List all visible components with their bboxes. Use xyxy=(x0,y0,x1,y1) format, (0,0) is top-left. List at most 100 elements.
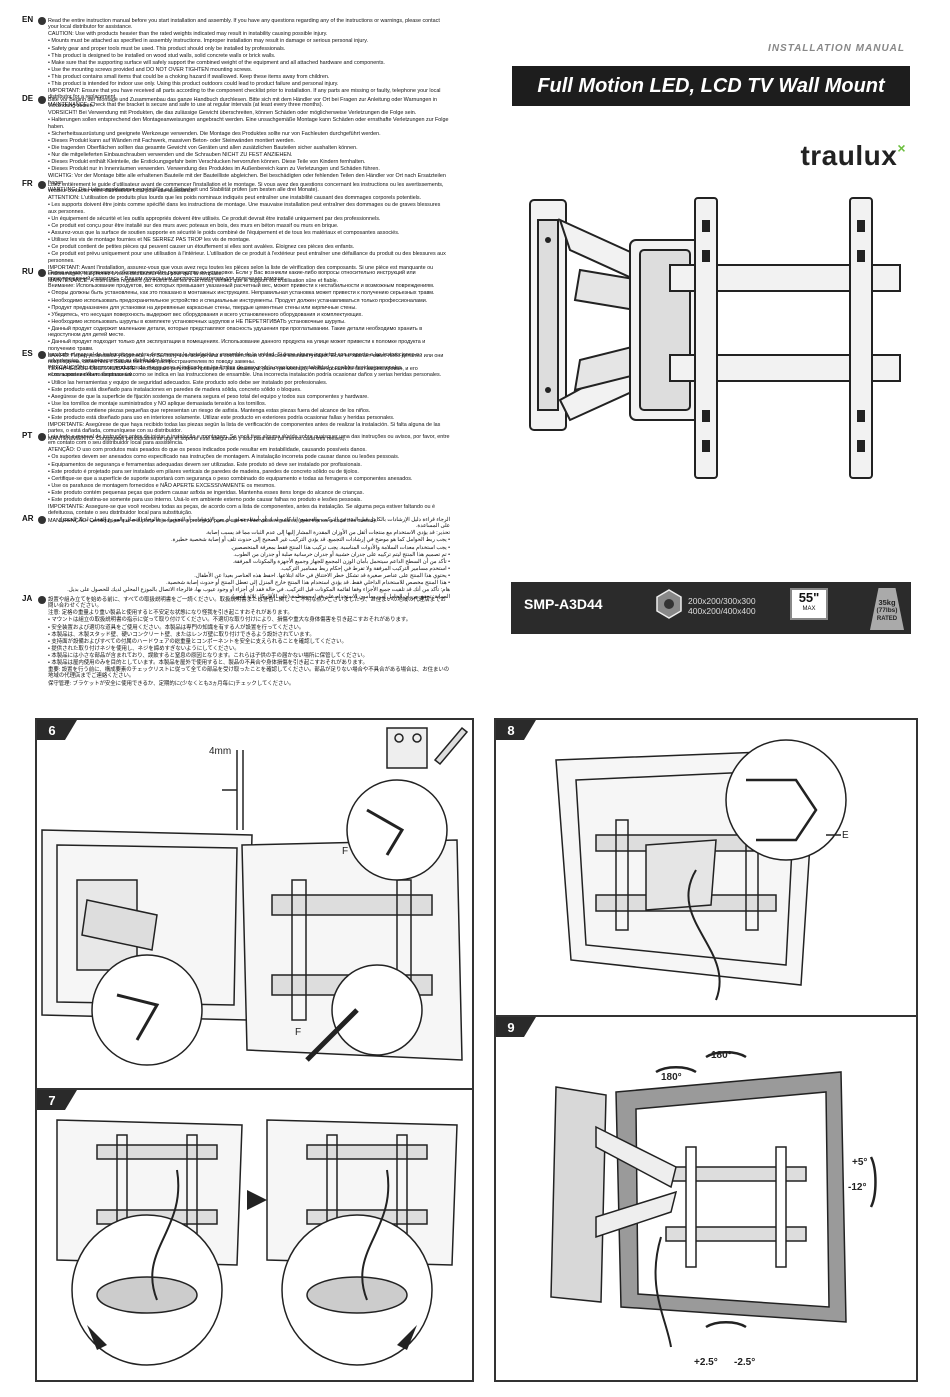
instruction-paragraph: • Halterungen sollen entsprechend den Mo… xyxy=(48,117,449,130)
step-9-label-tilt-up: +5° xyxy=(852,1157,868,1168)
instruction-text: Lea todo el manual de instrucciones ante… xyxy=(48,352,450,442)
instruction-paragraph: • Use los tornillos de montaje suministr… xyxy=(48,400,267,407)
step-8-illustration xyxy=(555,739,847,1001)
language-code: RU xyxy=(22,267,34,276)
instruction-paragraph: • Dieses Produkt enthält Kleinteile, die… xyxy=(48,159,366,166)
instruction-paragraph: • Данный продукт подходит только для экс… xyxy=(48,339,426,352)
instruction-paragraph: Перед началом установки и сборки прочита… xyxy=(48,270,416,283)
language-code: JA xyxy=(22,594,33,603)
instruction-paragraph: • يجب استخدام معدات السلامة والأدوات الم… xyxy=(230,544,450,551)
info-icon xyxy=(38,269,46,277)
instruction-paragraph: • This product is intended for indoor us… xyxy=(48,81,339,88)
instruction-paragraph: • Os suportes devem ser anexados como es… xyxy=(48,454,400,461)
instruction-paragraph: • Asegúrese de que la superficie de fija… xyxy=(48,393,369,400)
instruction-paragraph: MANTENIMIENTO: Compruebe periódicamente … xyxy=(48,435,347,442)
instruction-paragraph: • Los soportes deben aceptarse tal como … xyxy=(48,372,442,379)
instruction-paragraph: Внимание: Использование продуктов, вес к… xyxy=(48,283,435,290)
language-code: DE xyxy=(22,94,34,103)
instruction-paragraph: IMPORTANTE: Asegúrese de que haya recibi… xyxy=(48,422,441,435)
language-code: ES xyxy=(22,349,33,358)
instruction-paragraph: • 本製品は、木製スタッド壁、硬いコンクリート壁、またはレンガ壁に取り付けできる… xyxy=(48,631,315,638)
instruction-paragraph: • Assurez-vous que la surface de soutien… xyxy=(48,230,400,237)
vesa-bolt-icon xyxy=(656,589,682,619)
step-8-number: 8 xyxy=(496,720,536,740)
instruction-paragraph: • يجب ربط الحوامل كما هو موضح في إرشادات… xyxy=(171,537,450,544)
language-code: PT xyxy=(22,431,33,440)
instructions-ar: AR الرجاء قراءة دليل الإرشادات بالكامل قب… xyxy=(22,514,450,601)
instruction-paragraph: • Use the mounting screws provided and D… xyxy=(48,66,253,73)
step-9-label-level-plus: +2.5° xyxy=(694,1357,718,1368)
spec-bar xyxy=(511,582,911,634)
load-lbs: (77lbs) xyxy=(876,607,898,614)
step-7-panel: 7 xyxy=(35,1088,474,1382)
instruction-text: Read the entire instruction manual befor… xyxy=(48,18,450,108)
info-icon xyxy=(38,433,46,441)
step-7-number: 7 xyxy=(37,1090,77,1110)
instruction-paragraph: • Продукт предназначен для установки на … xyxy=(48,304,357,311)
instruction-paragraph: • Este produto contém pequenas peças que… xyxy=(48,489,364,496)
instruction-paragraph: • Este produto é projetado para ser inst… xyxy=(48,468,359,475)
instruction-paragraph: • Un équipement de sécurité et les outil… xyxy=(48,215,381,222)
instruction-text: Lisez entièrement le guide d'utilisateur… xyxy=(48,182,450,284)
load-rated: RATED xyxy=(876,616,898,622)
info-icon xyxy=(38,96,46,104)
instruction-text: Leia todo o manual de instruções antes d… xyxy=(48,434,450,524)
instruction-paragraph: Lisez entièrement le guide d'utilisateur… xyxy=(48,182,444,195)
instruction-paragraph: • Les supports doivent être joints comme… xyxy=(48,202,441,215)
instruction-paragraph: • Utilice las herramientas y equipo de s… xyxy=(48,379,328,386)
instruction-paragraph: Read the entire instruction manual befor… xyxy=(48,18,440,31)
manual-label: INSTALLATION MANUAL xyxy=(768,43,905,54)
instruction-paragraph: • マウントは組立の取扱説明書の指示に従って取り付けてください。不適切な取り付け… xyxy=(48,617,412,624)
instruction-paragraph: • Необходимо использовать шурупы в компл… xyxy=(48,318,346,325)
instruction-paragraph: CAUTION: Use with products heavier than … xyxy=(48,31,328,38)
instruction-paragraph: IMPORTANT: Ensure that you have received… xyxy=(48,88,441,101)
instructions-es: ES Lea todo el manual de instrucciones an… xyxy=(22,349,450,443)
instruction-paragraph: VORSICHT! Bei Verwendung mit Produkten, … xyxy=(48,110,417,117)
step-9-illustration xyxy=(550,1050,877,1348)
info-icon xyxy=(38,181,46,189)
instruction-paragraph: MANUTENÇÃO: Certifique-se que o suporte … xyxy=(48,517,377,524)
instruction-paragraph: IMPORTANTE: Assegure-se que você recebeu… xyxy=(48,504,435,517)
step-9-label-rotate-2: 180° xyxy=(711,1050,732,1061)
instruction-paragraph: • 提供された取り付けネジを使用し、ネジを締めすぎないようにしてください。 xyxy=(48,645,240,652)
instruction-paragraph: • 安全装置および適切な道具をご使用ください。本製品は専門の知識を有する人が設置… xyxy=(48,624,305,631)
instructions-ru: RU Перед началом установки и сборки прочи… xyxy=(22,267,450,380)
instruction-paragraph: • Nur die mitgelieferten Einbauschrauben… xyxy=(48,152,293,159)
instruction-paragraph: • This product is designed to be install… xyxy=(48,52,276,59)
step-7-illustration xyxy=(56,1119,458,1366)
step-6-number: 6 xyxy=(37,720,77,740)
instruction-paragraph: 重要: 設置を行う前に、構成要素のチェックリストに従って全ての部品を受け取ったこ… xyxy=(48,667,450,680)
instruction-text: 設置や組み立てを始める前に、すべての取扱説明書をご一読ください。取扱説明書または… xyxy=(48,597,450,687)
instruction-paragraph: الرجاء قراءة دليل الإرشادات بالكامل قبل … xyxy=(58,517,450,530)
instruction-paragraph: • Убедитесь, что несущая поверхность выд… xyxy=(48,311,363,318)
step-6-illustration xyxy=(41,726,469,1066)
instruction-text: الرجاء قراءة دليل الإرشادات بالكامل قبل … xyxy=(48,517,450,601)
step-9-label-level-minus: -2.5° xyxy=(734,1357,756,1368)
instruction-paragraph: • يحتوي هذا المنتج على عناصر صغيرة قد تش… xyxy=(194,572,450,579)
instruction-paragraph: WICHTIG: Vor der Montage bitte alle erha… xyxy=(48,173,446,186)
instruction-paragraph: • Ce produit est conçu pour être install… xyxy=(48,222,339,229)
instruction-text: Bitte vor Beginn der Montage und Zusamme… xyxy=(48,97,450,193)
language-code: AR xyxy=(22,514,34,523)
model-number: SMP-A3D44 xyxy=(524,596,603,612)
instruction-paragraph: IMPORTANT: Avant l'installation, assurez… xyxy=(48,264,434,278)
instruction-paragraph: • تأكد من أن السطح الداعم سيتحمل بأمان ا… xyxy=(232,558,450,565)
instruction-paragraph: • Equipamentos de segurança e ferramenta… xyxy=(48,461,362,468)
instruction-paragraph: ТЕХНИЧЕСКОЕ ОБСЛУЖИВАНИЕ: Необходимо рег… xyxy=(48,366,418,379)
brand-name: traulux xyxy=(800,140,898,171)
instruction-paragraph: • Dieses Produkt kann auf Wänden mit Fac… xyxy=(48,137,295,144)
step-6-label-4mm: 4mm xyxy=(209,746,232,757)
info-icon xyxy=(38,596,46,604)
instruction-paragraph: • Certifique-se que a superfície de supo… xyxy=(48,475,413,482)
instruction-paragraph: • Ce produit est prévu uniquement pour u… xyxy=(48,251,446,264)
vesa-line-1: 200x200/300x300 xyxy=(688,596,756,606)
step-9-panel: 9 180° 180° +5° -12° +2.5° -2.5° xyxy=(494,1015,918,1382)
instruction-paragraph: الصيانة: تحقق من أن الحامل آمن ومأمون ال… xyxy=(230,594,450,601)
step-8-label-e: E xyxy=(842,830,849,841)
instruction-paragraph: • Die tragenden Oberflächen sollten das … xyxy=(48,145,358,152)
language-code: FR xyxy=(22,179,33,188)
instruction-paragraph: Lea todo el manual de instrucciones ante… xyxy=(48,352,419,365)
instruction-paragraph: • Este producto está diseñado para uso e… xyxy=(48,415,395,422)
instructions-fr: FR Lisez entièrement le guide d'utilisate… xyxy=(22,179,450,285)
instruction-paragraph: • هذا المنتج مخصص للاستخدام الداخلي فقط.… xyxy=(166,580,450,587)
